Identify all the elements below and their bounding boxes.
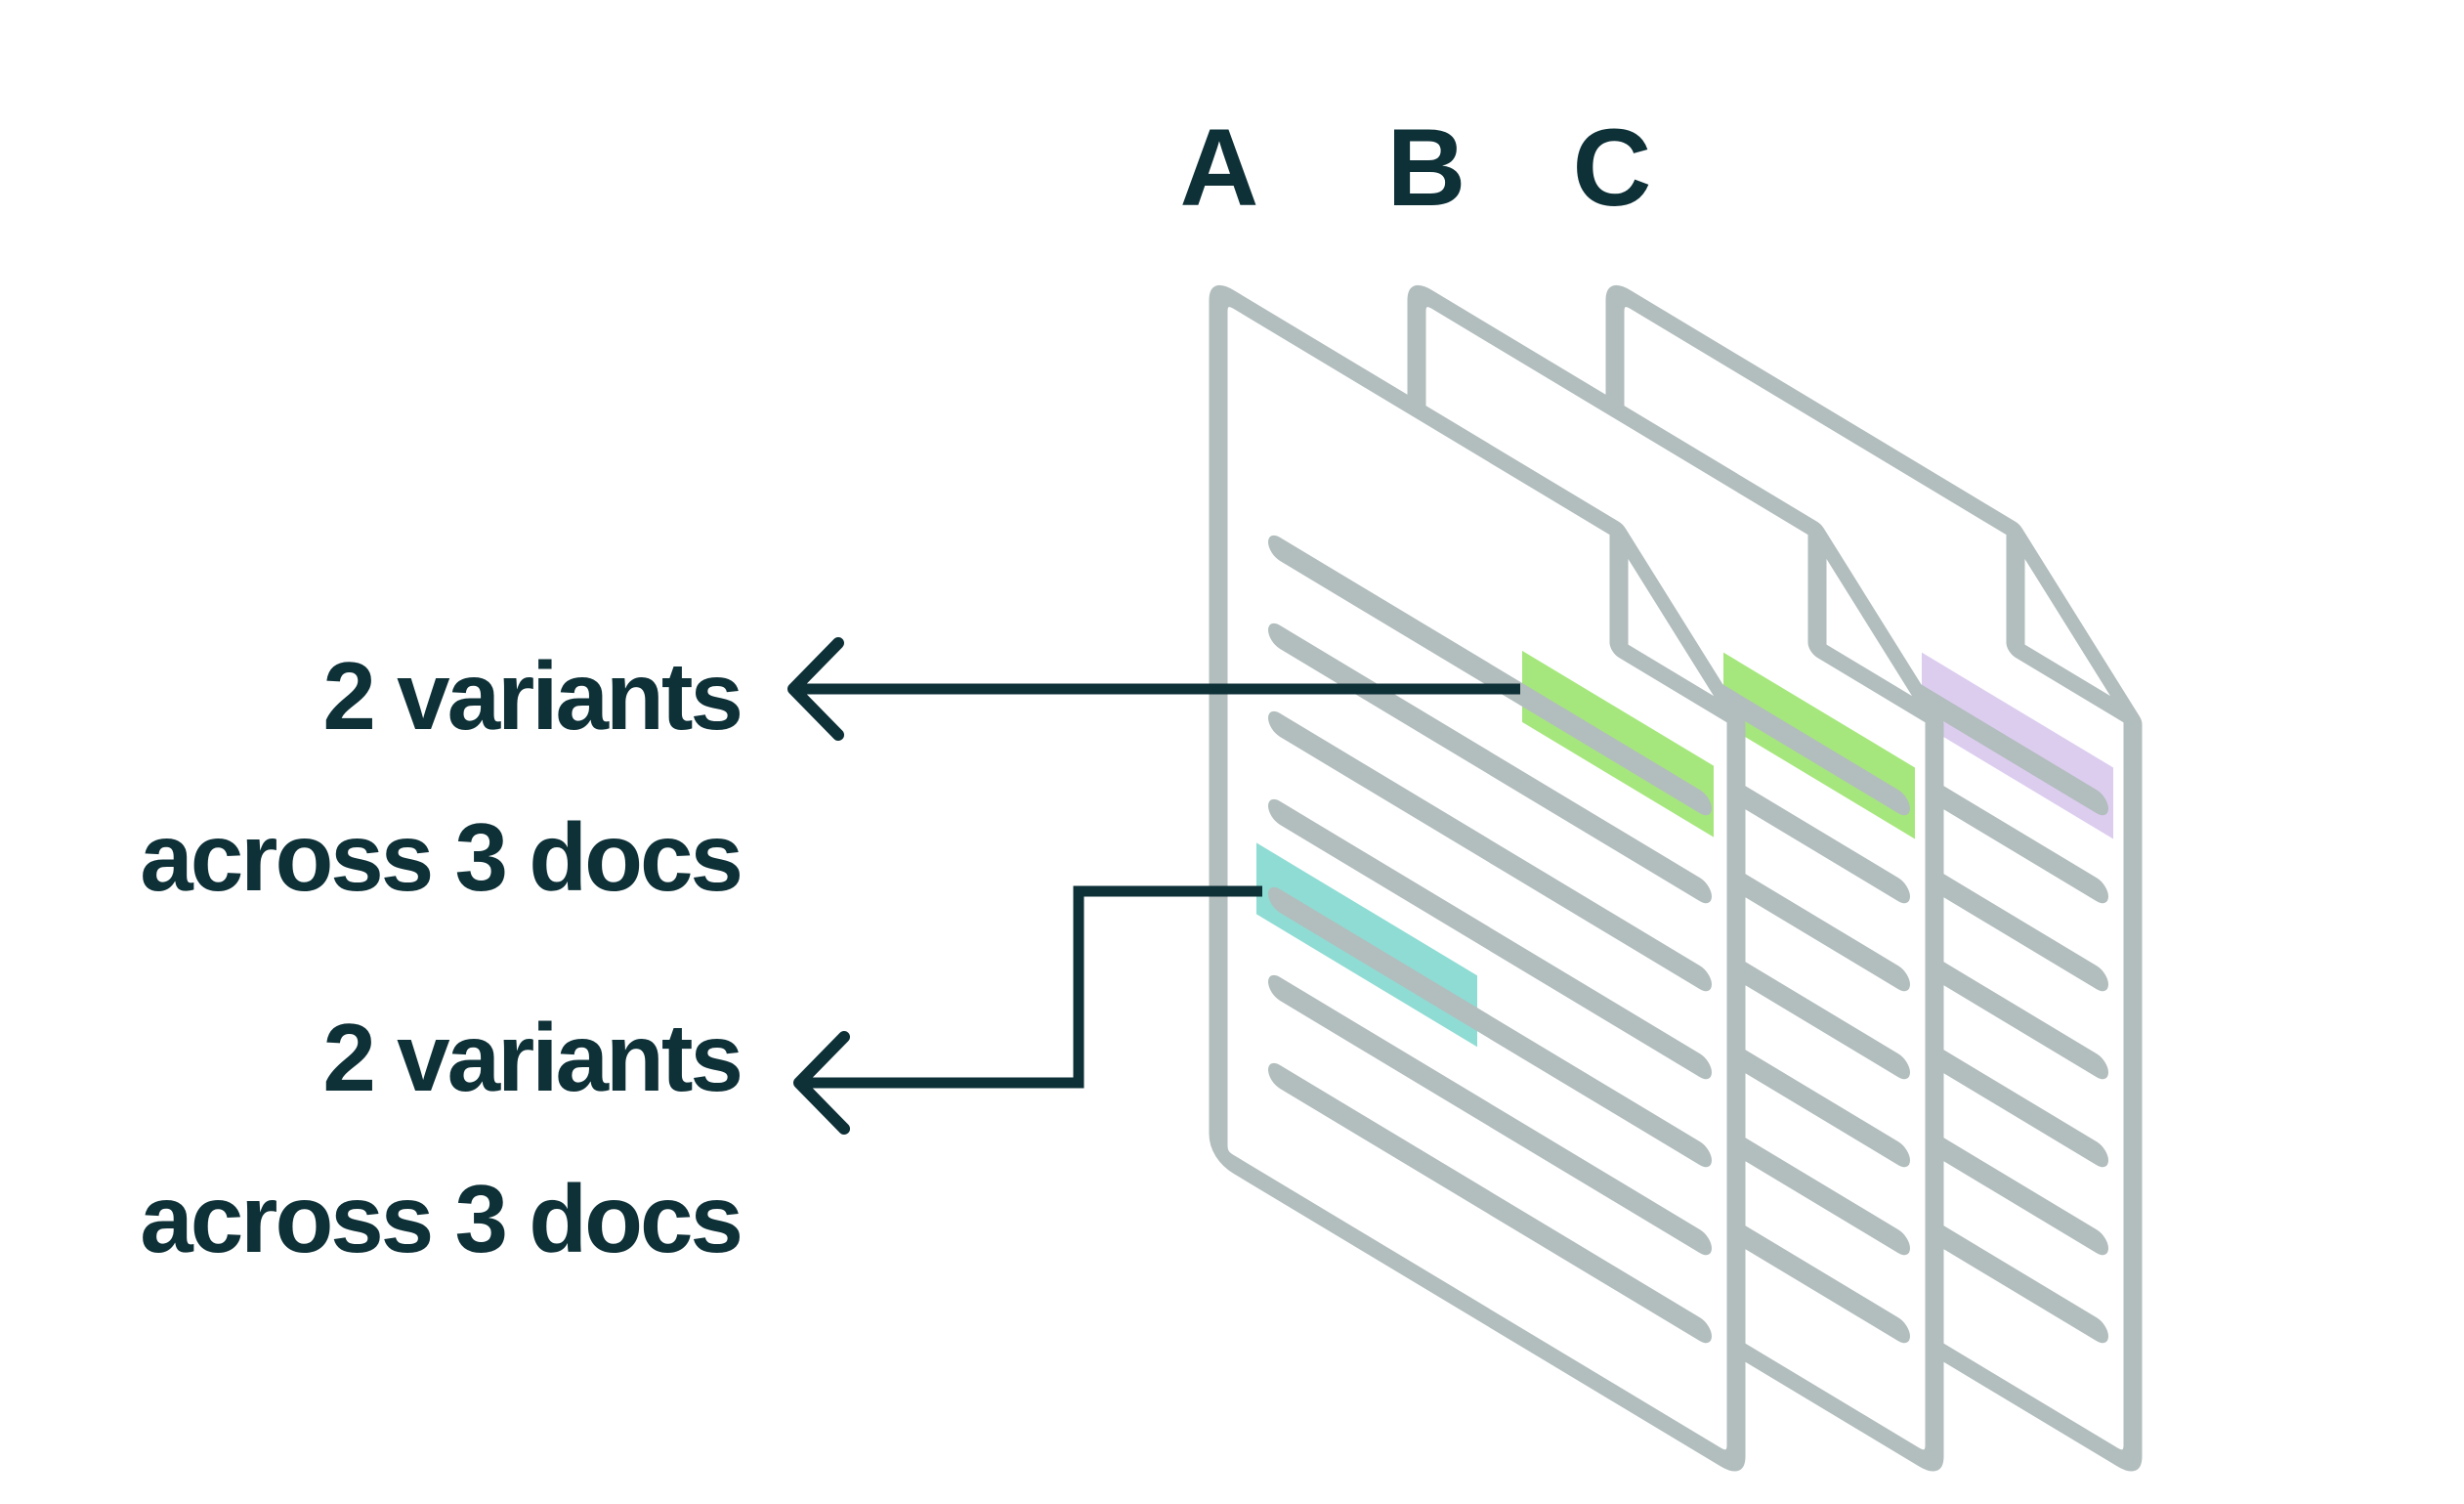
doc-label-c: C xyxy=(1572,107,1652,229)
document-a xyxy=(1209,284,1746,1472)
arrow-bottom xyxy=(793,885,1262,1135)
callout-line: across 3 docs xyxy=(140,1165,743,1272)
folded-corner-icon xyxy=(1609,526,1740,726)
text-line xyxy=(1268,886,1712,1168)
callout-bottom: 2 variants across 3 docs xyxy=(0,977,743,1300)
doc-label-a: A xyxy=(1179,107,1259,229)
arrow-head-icon xyxy=(787,637,844,741)
doc-label-b: B xyxy=(1386,107,1466,229)
arrow-shaft xyxy=(801,885,1262,1089)
callout-line: across 3 docs xyxy=(140,803,743,911)
text-line xyxy=(1268,1062,1712,1344)
folded-corner-icon xyxy=(2006,526,2137,726)
text-line xyxy=(1268,710,1712,992)
callout-line: 2 variants xyxy=(322,642,743,750)
callout-top: 2 variants across 3 docs xyxy=(0,616,743,938)
text-line xyxy=(1268,623,1712,904)
arrow-top xyxy=(787,637,1520,741)
callout-line: 2 variants xyxy=(322,1004,743,1111)
text-line xyxy=(1268,974,1712,1256)
folded-corner-icon xyxy=(1807,526,1938,726)
arrow-head-icon xyxy=(793,1031,850,1135)
text-line xyxy=(1268,535,1712,816)
text-line xyxy=(1268,798,1712,1080)
